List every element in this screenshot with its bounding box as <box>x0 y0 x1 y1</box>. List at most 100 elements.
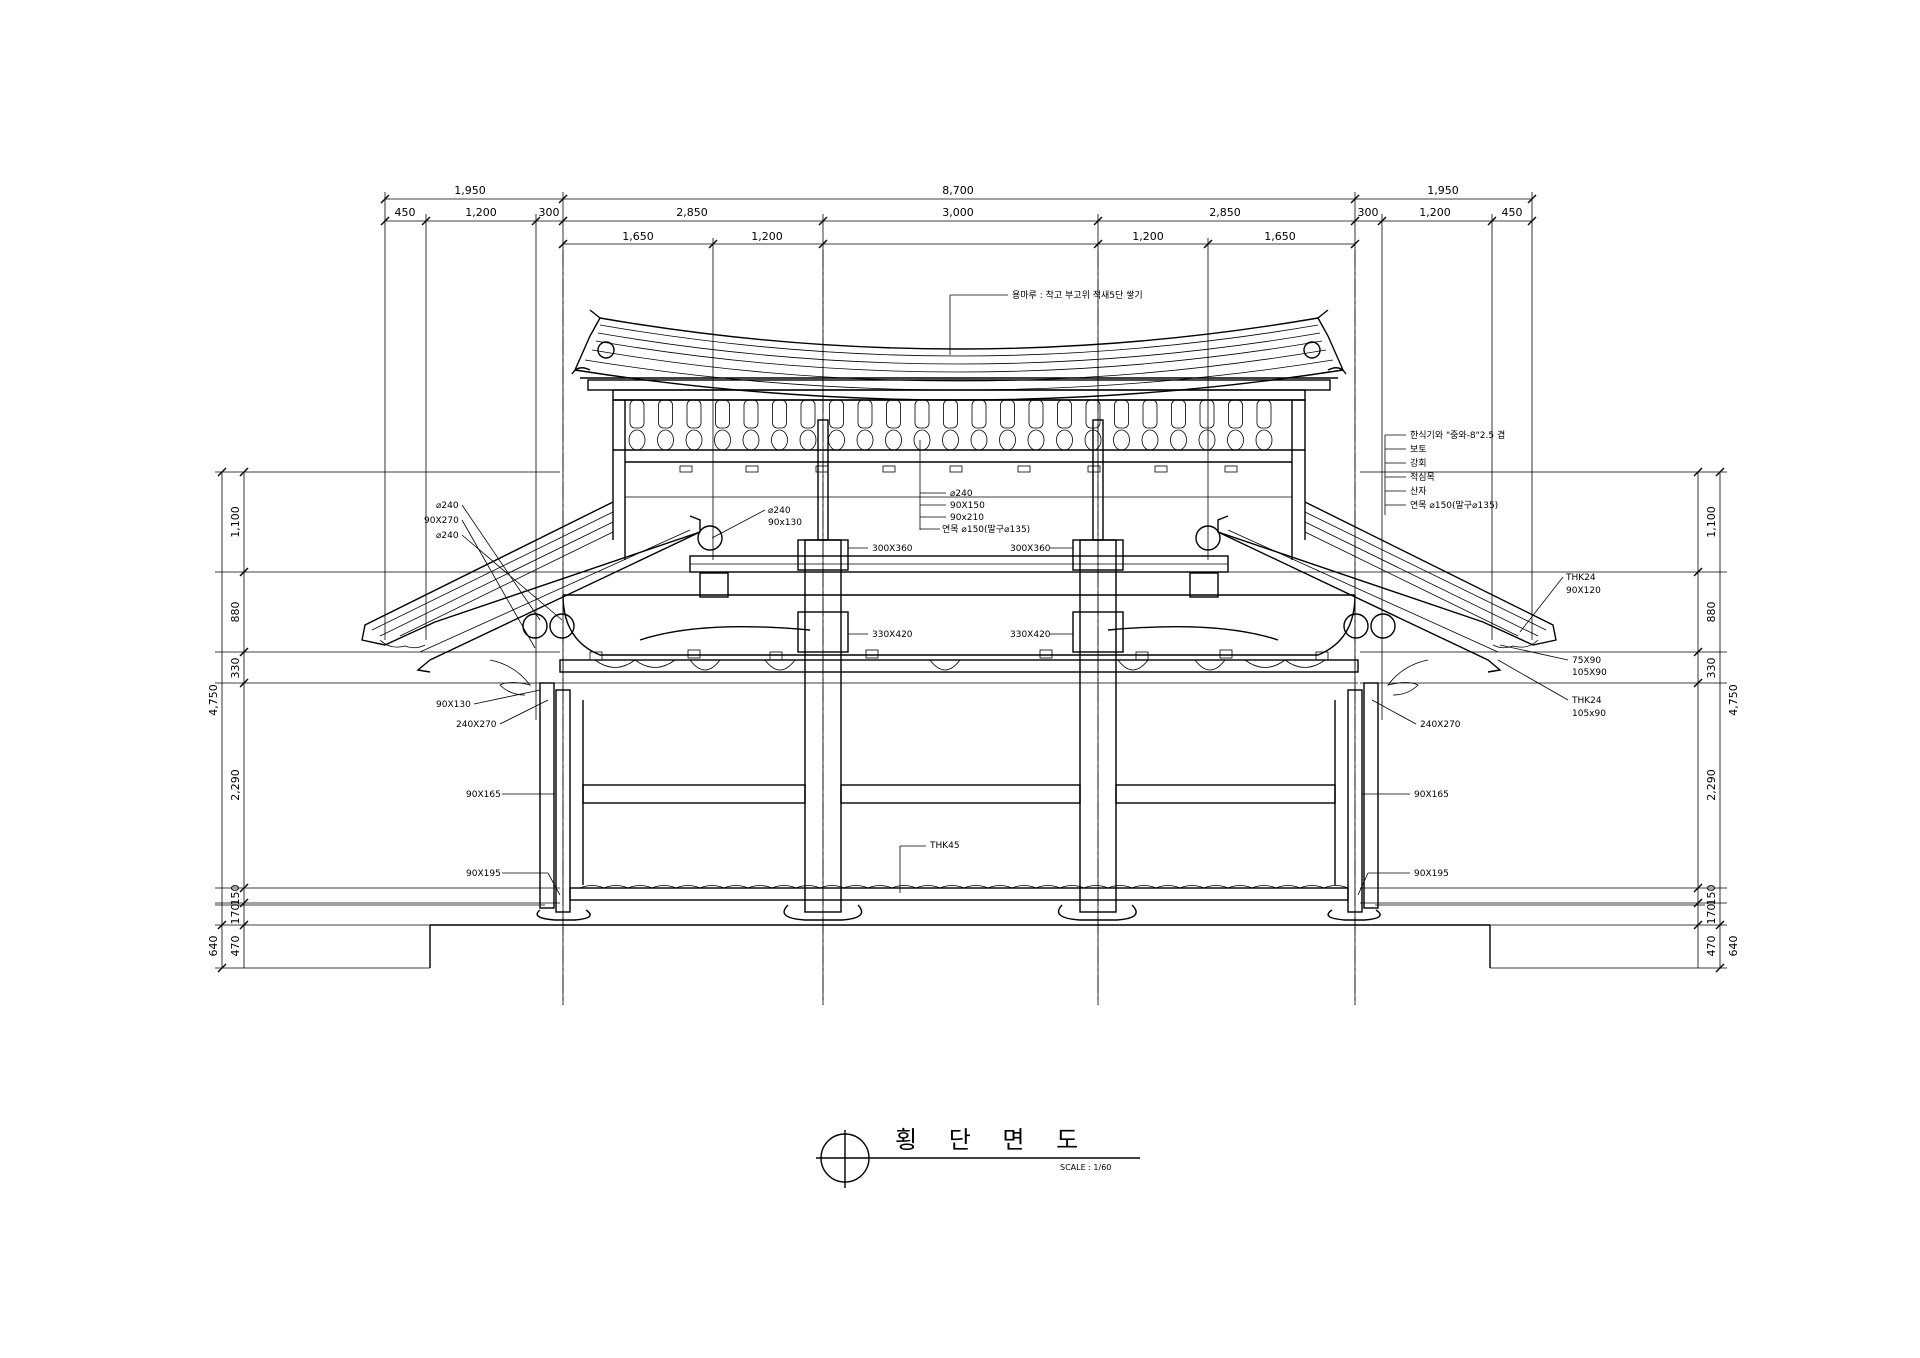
side-dimensions: 1,100 880 330 2,290 150 170 470 4,750 64… <box>207 467 1740 973</box>
rafter-end <box>1141 429 1159 451</box>
beam-label-1: 300X360 <box>872 544 913 554</box>
floor-plank <box>603 885 629 889</box>
material-4: 적심목 <box>1410 471 1435 483</box>
rafter-end <box>629 399 645 429</box>
rafter-end <box>771 429 788 451</box>
rafter-end <box>1028 399 1044 429</box>
dim-low-3: 1,200 <box>1132 230 1164 243</box>
rafter-end <box>799 429 817 451</box>
lower-roof-right <box>1195 501 1557 673</box>
floor-plank <box>1155 885 1181 889</box>
rafter-end <box>856 429 874 451</box>
rafter-end <box>686 399 702 429</box>
dim-mid-5: 3,000 <box>942 206 974 219</box>
annotations: 용마루 : 착고 부고위 적새5단 쌓기 한식기와 "중와-8"2.5 겹 보토… <box>424 289 1607 896</box>
center-label-3: 90x210 <box>950 513 984 523</box>
floor-plank <box>963 885 989 889</box>
dim-left-640: 640 <box>207 936 220 957</box>
right-label-1: THK24 <box>1565 573 1596 583</box>
floor-plank <box>987 885 1013 889</box>
floor-plank <box>1323 885 1349 889</box>
floor-plank <box>1107 885 1133 889</box>
dim-right-150: 150 <box>1705 885 1718 906</box>
dim-right-640: 640 <box>1727 936 1740 957</box>
dim-mid-7: 300 <box>1358 206 1379 219</box>
rafter-end <box>743 399 759 429</box>
rafter-end <box>1255 429 1273 451</box>
column-centerlines <box>562 250 1356 1005</box>
right-label-3: 75X90 <box>1572 656 1601 666</box>
dim-left-330: 330 <box>229 658 242 679</box>
floor-plank <box>1275 885 1301 889</box>
rafter-end <box>885 429 902 451</box>
right-label-7: 240X270 <box>1420 720 1461 730</box>
rafter-end <box>829 399 844 429</box>
floor-plank <box>843 885 869 889</box>
material-5: 산자 <box>1410 486 1427 497</box>
rafter-end <box>1171 399 1186 429</box>
dim-left-2290: 2,290 <box>229 769 242 801</box>
dim-right-2290: 2,290 <box>1705 769 1718 801</box>
left-upper-label-3: ⌀240 <box>436 531 459 541</box>
rafter-end <box>772 399 787 429</box>
floor-plank <box>1203 885 1229 889</box>
lower-roof-left <box>361 501 723 673</box>
rafter-end <box>857 399 873 429</box>
dim-mid-1: 450 <box>395 206 416 219</box>
rafter-end <box>1000 399 1015 429</box>
rafter-end <box>715 399 730 429</box>
rafter-end <box>714 429 731 451</box>
columns <box>215 419 1705 968</box>
right-label-2: 90X120 <box>1566 586 1601 596</box>
floor-plank <box>1059 885 1085 889</box>
dim-mid-9: 450 <box>1502 206 1523 219</box>
title-block: 횡 단 면 도 SCALE : 1/60 <box>816 1126 1140 1188</box>
dim-top-2: 8,700 <box>942 184 974 197</box>
left-label-2: 240X270 <box>456 720 497 730</box>
dim-low-4: 1,650 <box>1264 230 1296 243</box>
floor-plank <box>819 885 845 889</box>
rafter-end <box>1170 429 1187 451</box>
dim-left-1100: 1,100 <box>229 506 242 538</box>
dim-mid-6: 2,850 <box>1209 206 1241 219</box>
rafter-end <box>800 399 816 429</box>
floor-plank <box>747 885 773 889</box>
dim-left-4750: 4,750 <box>207 684 220 716</box>
dim-right-880: 880 <box>1705 602 1718 623</box>
left-label-4: 90X195 <box>466 869 501 879</box>
rafter-end <box>913 429 931 451</box>
right-label-6: 105x90 <box>1572 709 1606 719</box>
right-label-5: THK24 <box>1571 696 1602 706</box>
rafter-end <box>628 429 646 451</box>
material-3: 강회 <box>1410 458 1427 469</box>
dim-mid-3: 300 <box>539 206 560 219</box>
center-label-2: 90X150 <box>950 501 985 511</box>
left-label-1: 90X130 <box>436 700 471 710</box>
dim-top-1: 1,950 <box>454 184 486 197</box>
rafter-end <box>1227 429 1244 451</box>
floor-plank <box>1299 885 1325 889</box>
floor-plank <box>891 885 917 889</box>
floor-plank <box>771 885 797 889</box>
right-label-9: 90X195 <box>1414 869 1449 879</box>
floor-thickness-label: THK45 <box>929 841 960 851</box>
rafter-end <box>942 429 959 451</box>
rafter-end <box>1199 399 1215 429</box>
dim-right-330: 330 <box>1705 658 1718 679</box>
material-1: 한식기와 "중와-8"2.5 겹 <box>1410 429 1505 441</box>
dim-left-880: 880 <box>229 602 242 623</box>
rafter-end <box>828 429 845 451</box>
floor-plank <box>675 885 701 889</box>
floor-plank <box>1227 885 1253 889</box>
right-label-4: 105X90 <box>1572 668 1607 678</box>
floor-plank <box>1131 885 1157 889</box>
dim-low-1: 1,650 <box>622 230 654 243</box>
left-label-3: 90X165 <box>466 790 501 800</box>
rafter-end <box>1198 429 1216 451</box>
dim-top-3: 1,950 <box>1427 184 1459 197</box>
rafter-end <box>1142 399 1158 429</box>
material-2: 보토 <box>1410 444 1427 455</box>
floor-plank <box>1035 885 1061 889</box>
upper-roof <box>571 309 1347 560</box>
left-upper-label-1: ⌀240 <box>436 501 459 511</box>
